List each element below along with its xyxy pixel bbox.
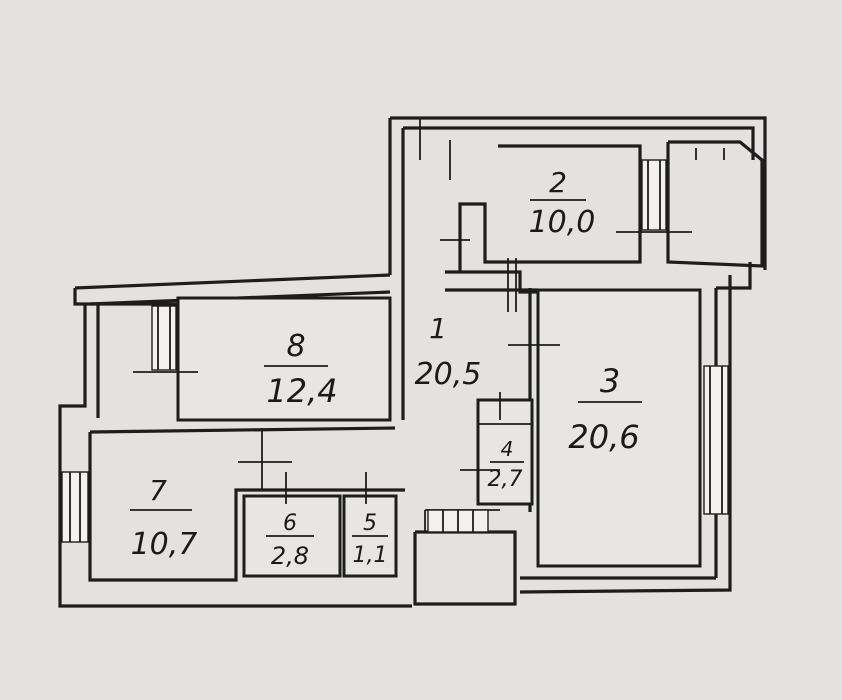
room-label-7: 7 10,7 — [130, 474, 197, 562]
room-area: 1,1 — [353, 543, 388, 568]
room-number: 5 — [363, 511, 377, 536]
room-4-outline — [476, 398, 534, 506]
room-7-outline — [88, 432, 405, 582]
room-number: 4 — [501, 437, 514, 461]
room-label-8: 8 12,4 — [264, 329, 338, 410]
room-number: 8 — [286, 329, 305, 364]
room-number: 6 — [283, 511, 297, 536]
room-number: 2 — [549, 166, 567, 199]
entrance-vestibule — [413, 530, 517, 606]
room-area: 20,6 — [568, 418, 639, 456]
windows — [61, 159, 729, 543]
room-number: 1 — [429, 312, 447, 345]
room-2-outline — [458, 144, 642, 272]
room-label-3: 3 20,6 — [568, 362, 642, 456]
room-area: 2,7 — [488, 467, 523, 492]
room-label-5: 5 1,1 — [352, 511, 388, 568]
room-3-outline — [536, 288, 702, 568]
room-area: 12,4 — [266, 372, 337, 410]
room-label-4: 4 2,7 — [488, 437, 524, 492]
room-area: 10,7 — [131, 527, 198, 562]
room-area: 2,8 — [271, 542, 309, 570]
room-number: 7 — [149, 474, 167, 507]
room-8-outline — [176, 296, 392, 422]
outer-walls — [58, 116, 767, 608]
room-label-1: 1 20,5 — [415, 312, 482, 392]
room-number: 3 — [600, 362, 620, 400]
room-label-6: 6 2,8 — [266, 511, 314, 570]
room-area: 20,5 — [415, 357, 482, 392]
door-marks — [133, 118, 725, 504]
room-label-2: 2 10,0 — [529, 166, 596, 240]
room-area: 10,0 — [529, 205, 596, 240]
balcony-outline — [666, 140, 764, 268]
